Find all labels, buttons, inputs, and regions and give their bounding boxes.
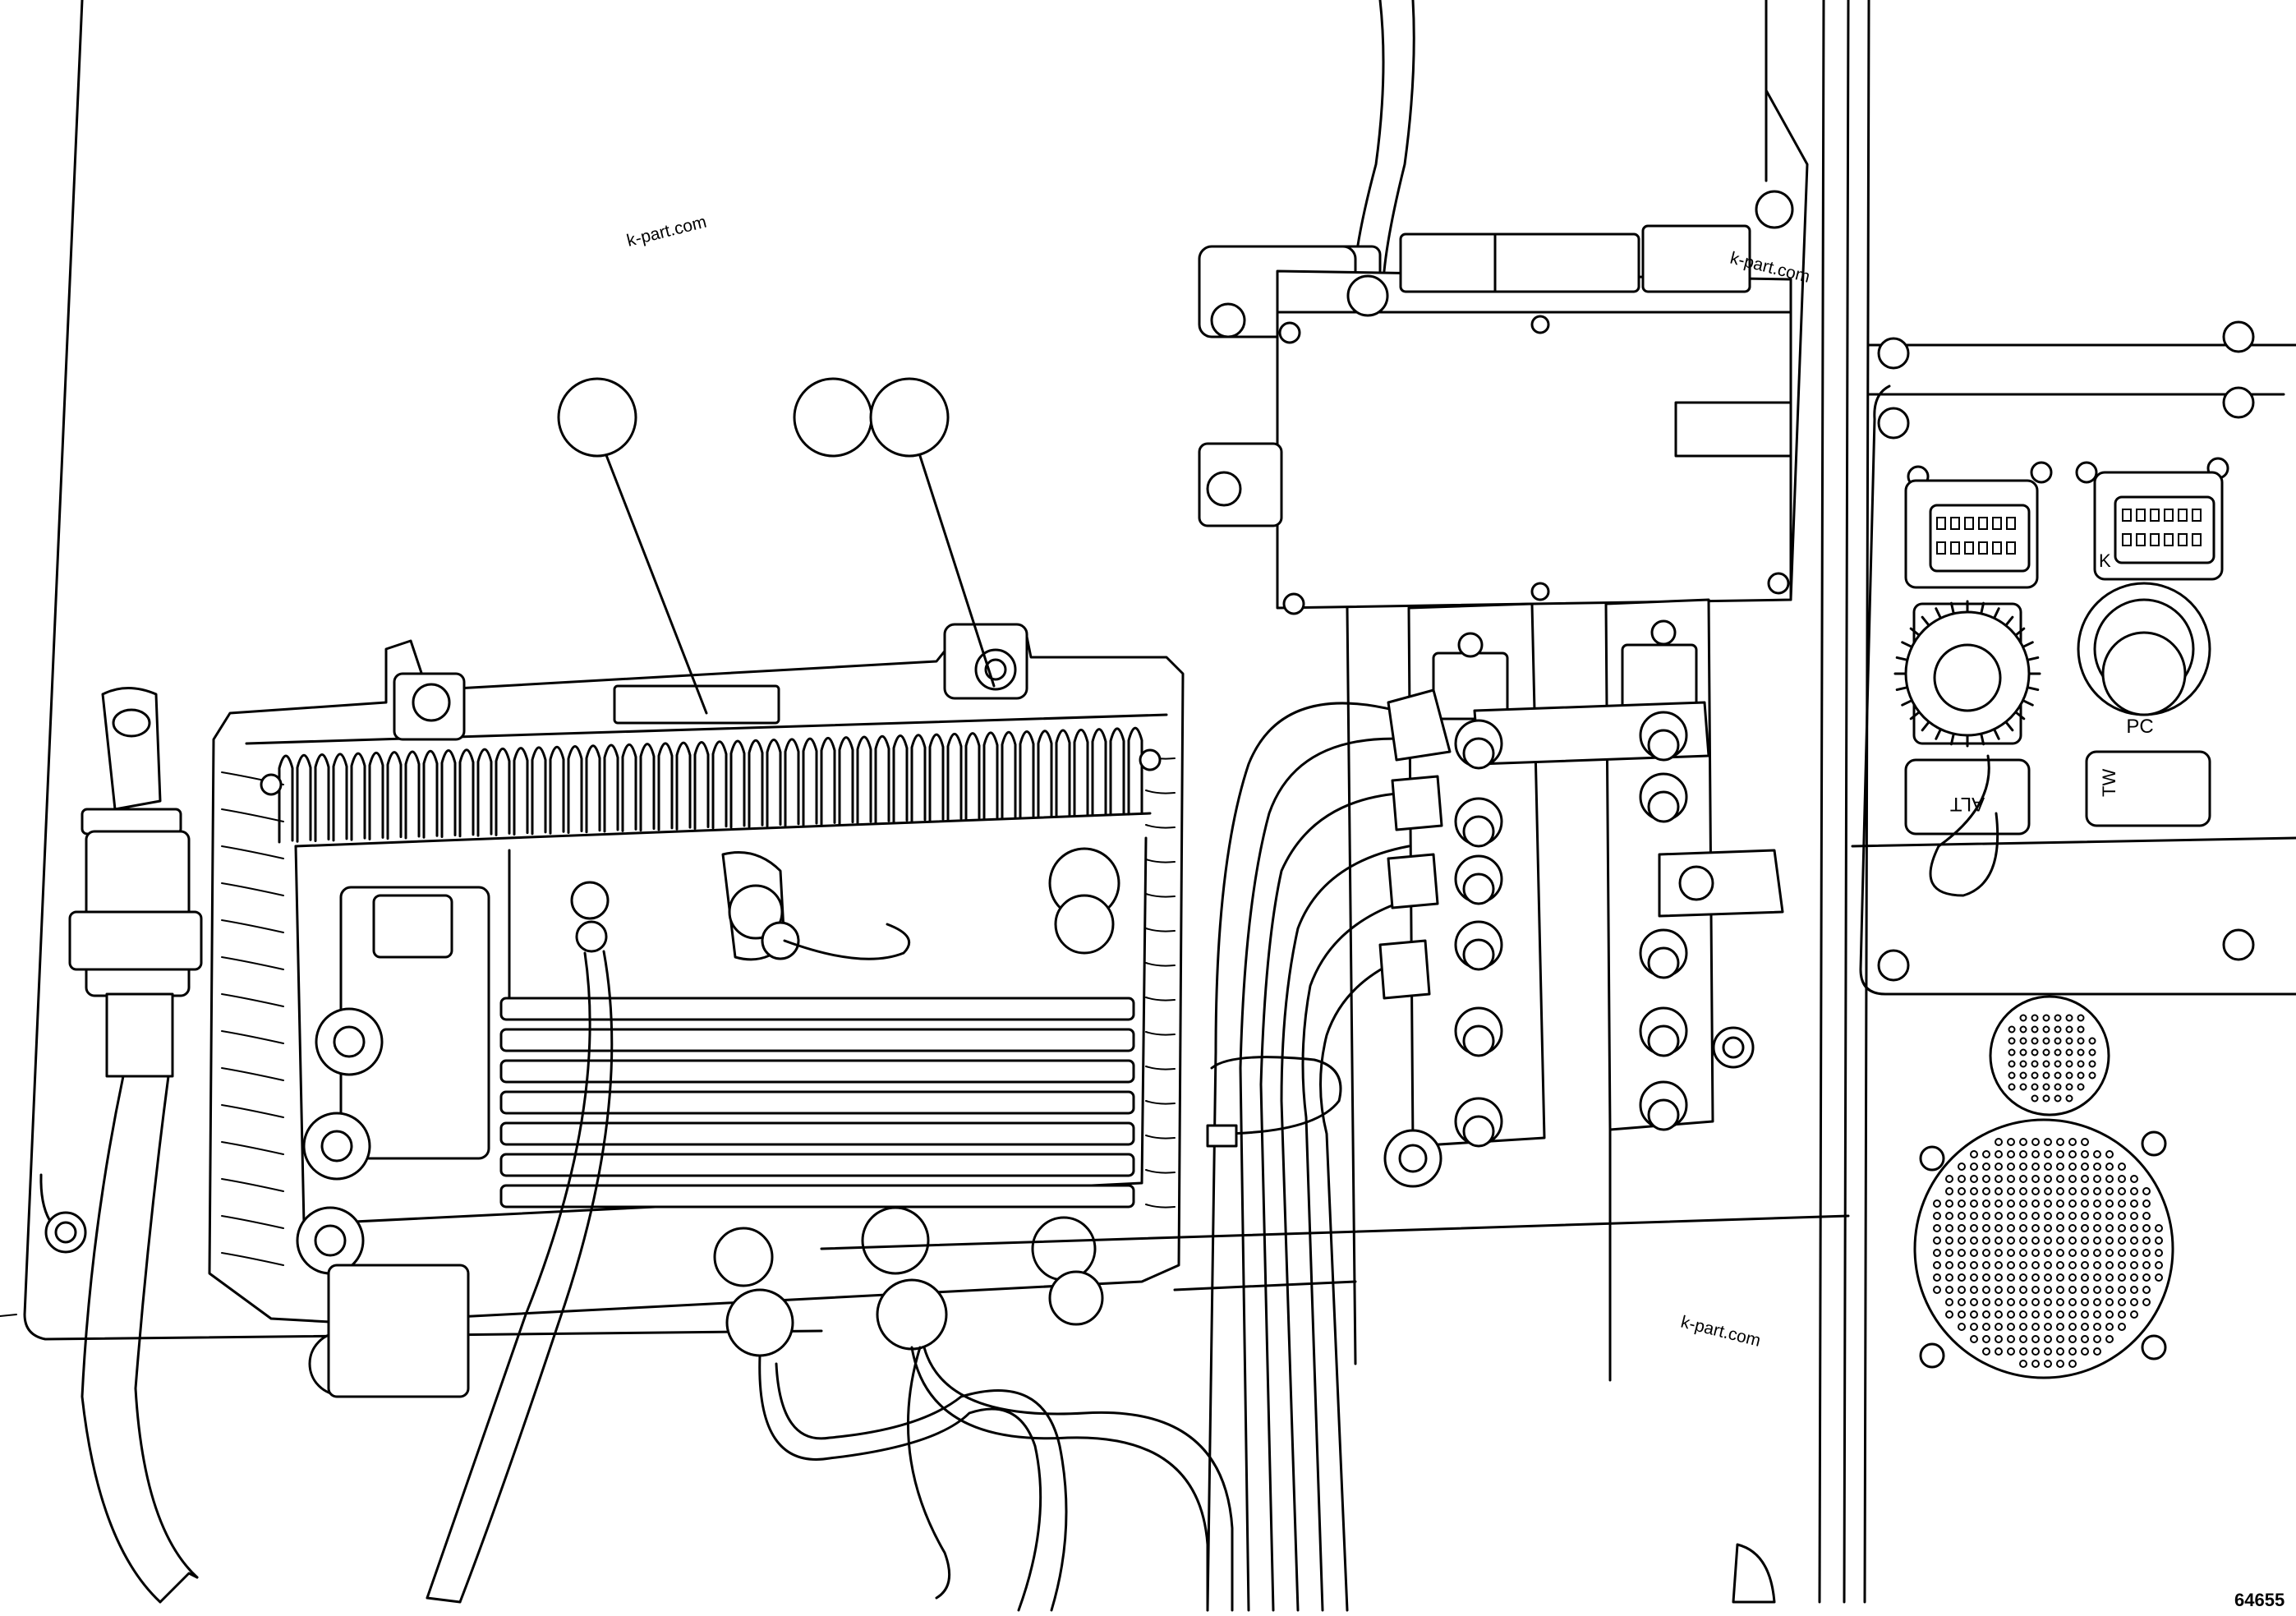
round-connector-left: ALT bbox=[1893, 600, 2041, 897]
left-harness-connector bbox=[68, 687, 203, 1604]
figure-number: 64655 bbox=[2234, 1590, 2284, 1610]
cooling-ribs bbox=[499, 997, 1135, 1209]
terminal-wires bbox=[1206, 688, 1452, 1612]
cooling-fins-right bbox=[1145, 755, 1176, 1209]
callout-3 bbox=[869, 377, 996, 688]
motor-controller-housing bbox=[208, 623, 1234, 1612]
callout-markers bbox=[557, 377, 996, 715]
plug-2-label: TW bbox=[2099, 769, 2119, 797]
jack-2-label: PC bbox=[2126, 716, 2153, 738]
speaker-grille-large bbox=[1913, 1118, 2174, 1379]
jack-1-label: K bbox=[2099, 550, 2111, 571]
cooling-fins-top bbox=[278, 726, 1143, 844]
upper-control-module bbox=[1198, 0, 1792, 615]
jack-pc: K bbox=[2093, 471, 2224, 581]
watermark-1: k-part.com bbox=[625, 213, 709, 251]
speaker-grille-small bbox=[1989, 995, 2110, 1116]
left-mounting-panel bbox=[0, 0, 823, 1341]
right-connector-panel: K ALT PC TW bbox=[1851, 320, 2296, 1379]
watermark-3: k-part.com bbox=[1679, 1313, 1763, 1351]
jack-k bbox=[1904, 479, 2039, 589]
cooling-fins-left bbox=[221, 771, 284, 1266]
terminal-nuts bbox=[1454, 711, 1688, 1148]
callout-2 bbox=[793, 377, 873, 458]
round-connector-right: PC TW bbox=[2077, 582, 2211, 827]
callout-1 bbox=[557, 377, 708, 715]
